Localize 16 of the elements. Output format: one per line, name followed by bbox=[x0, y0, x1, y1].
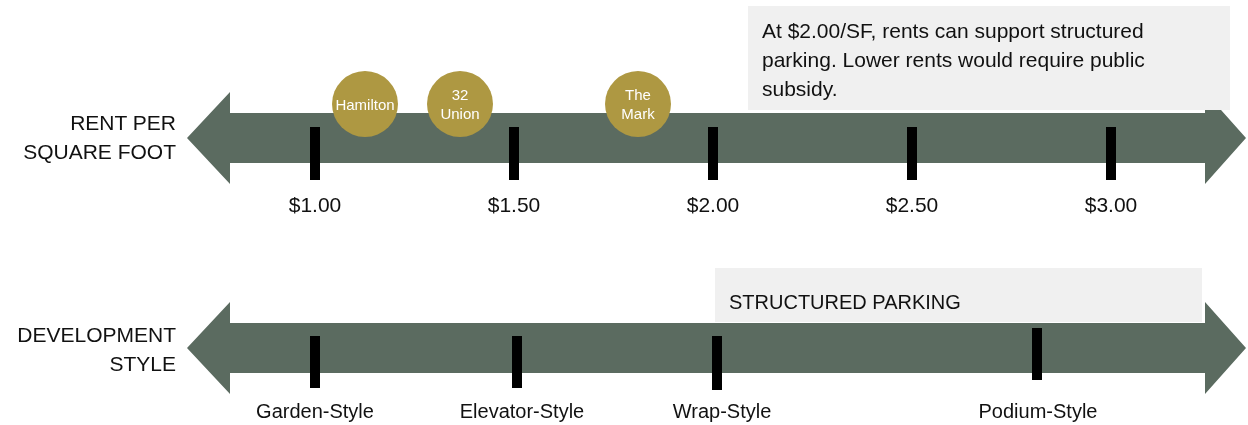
axis-label: RENT PER SQUARE FOOT bbox=[22, 110, 176, 165]
tick-label: $2.00 bbox=[686, 192, 740, 218]
tick-label: Podium-Style bbox=[978, 399, 1098, 424]
tick-label: $2.50 bbox=[885, 192, 939, 218]
tick-label: Wrap-Style bbox=[672, 399, 772, 424]
marker-circle: Hamilton bbox=[332, 71, 398, 137]
note-box: At $2.00/SF, rents can support structured parking. Lower rents would require public subsidy. bbox=[748, 6, 1230, 110]
axis-label: DEVELOPMENT STYLE bbox=[16, 322, 176, 377]
tick-label: $3.00 bbox=[1084, 192, 1138, 218]
tick-label: $1.00 bbox=[288, 192, 342, 218]
tick-label: Garden-Style bbox=[256, 399, 374, 424]
marker-circle: 32 Union bbox=[427, 71, 493, 137]
tick-label: Elevator-Style bbox=[459, 399, 585, 424]
marker-circle: The Mark bbox=[605, 71, 671, 137]
highlight-band: STRUCTURED PARKING bbox=[715, 268, 1202, 322]
tick-label: $1.50 bbox=[487, 192, 541, 218]
